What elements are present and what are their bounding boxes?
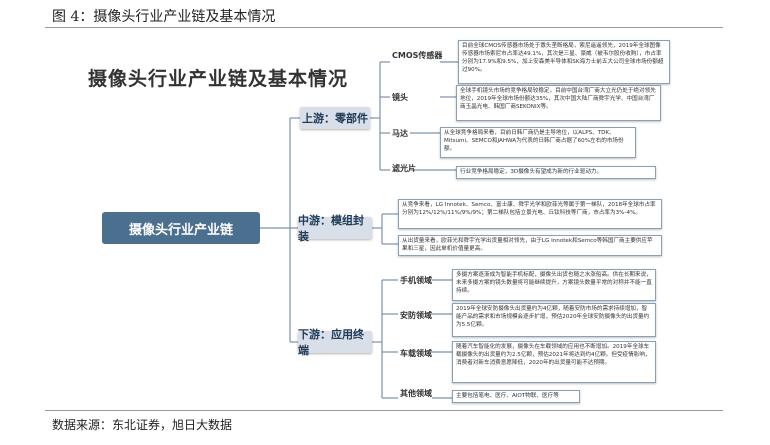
tier-upstream: 上游：零部件	[300, 107, 370, 129]
category-automotive: 车载领域	[400, 349, 432, 358]
top-rule	[45, 27, 723, 28]
desc-automotive: 随着汽车智能化的发展，摄像头在车载领域的应用也不断增加。2019年全球车载摄像头…	[452, 341, 656, 383]
desc-cmos: 目前全球CMOS传感器市场处于寡头垄断格局，索尼遥遥领先，2019年全球图像传感…	[458, 40, 670, 84]
category-other: 其他领域	[400, 389, 432, 398]
desc-motor: 从全球竞争格局来看，目前日韩厂商仍是主导地位，以ALPS、TDK、Mitsumi…	[440, 127, 636, 158]
category-cmos: CMOS传感器	[392, 51, 443, 60]
tier-downstream: 下游：应用终端	[298, 328, 372, 357]
desc-lens: 全球手机镜头市场的竞争格局较稳定，目前中国台湾厂商大立光仍处于绝对领先地位，20…	[456, 85, 661, 121]
desc-other: 主要包括笔电、医疗、AIOT物联、医疗等	[452, 390, 580, 403]
source-note: 数据来源：东北证券，旭日大数据	[52, 418, 233, 432]
desc-mid-competition: 从竞争来看，LG Innotek、Semco、富士康、舜宇光学和欧菲光等属于第一…	[398, 199, 662, 229]
tier-midstream: 中游：模组封装	[298, 214, 372, 243]
diagram-title: 摄像头行业产业链及基本情况	[88, 68, 349, 90]
category-filter: 滤光片	[392, 164, 416, 173]
bottom-rule	[45, 410, 723, 411]
figure-title: 图 4：摄像头行业产业链及基本情况	[52, 9, 276, 25]
desc-phone: 多摄方案逐渐成为智能手机标配，摄像头出货也随之水涨船高。供在长期来说，未来多摄方…	[452, 269, 656, 301]
category-motor: 马达	[392, 129, 408, 138]
category-security: 安防领域	[400, 311, 432, 320]
category-phone: 手机领域	[400, 276, 432, 285]
category-lens: 镜头	[392, 93, 408, 102]
desc-mid-shipment: 从出货量来看，欧菲光和舜宇光学出货量相对领先，由于LG Innotek和Semc…	[398, 235, 662, 256]
desc-security: 2019年全球安防摄像头出货量约为4亿颗，随着安防市场的需求持续增加，智能产品的…	[452, 303, 656, 337]
desc-filter: 行业竞争格局稳定，3D摄像头有望成为新的行业驱动力。	[456, 166, 656, 179]
root-node: 摄像头行业产业链	[102, 212, 260, 244]
